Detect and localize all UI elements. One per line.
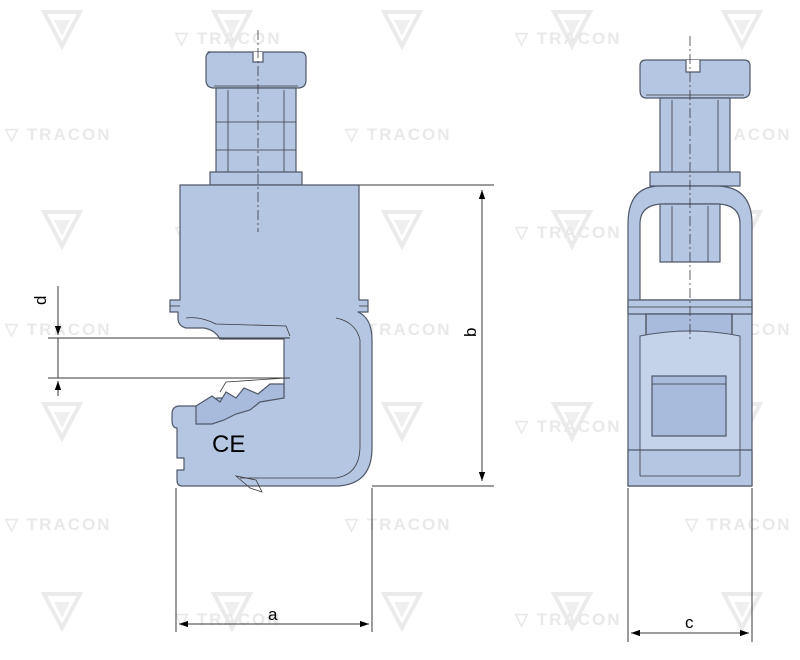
watermark-logo-icon [42,402,82,440]
ce-marking: CE [212,431,245,458]
watermark-brand-text: ▽ TRACON [514,223,622,242]
watermark-logo-icon [382,592,422,630]
side-view [627,36,753,487]
watermark-brand-text: ▽ TRACON [174,610,282,629]
watermark-logo-icon [42,10,82,48]
watermark-brand-text: ▽ TRACON [4,515,112,534]
dimension-c-label: c [685,613,694,632]
watermark-brand-text: ▽ TRACON [514,29,622,48]
watermark-brand-text: ▽ TRACON [684,515,792,534]
watermark-logo-icon [382,210,422,248]
watermark-brand-text: ▽ TRACON [344,515,452,534]
watermark-logo-icon [42,592,82,630]
dimension-a-label: a [268,605,278,624]
watermark-logo-icon [382,10,422,48]
dimension-lines [48,184,753,642]
watermark-brand-text: ▽ TRACON [174,29,282,48]
dimension-b-label: b [461,328,480,337]
watermark-brand-text: ▽ TRACON [4,125,112,144]
front-view: CE [169,30,373,493]
watermark-logo-icon [382,402,422,440]
watermark-logo-icon [42,210,82,248]
watermark-logo-icon [722,592,762,630]
watermark-brand-text: ▽ TRACON [514,610,622,629]
watermark-brand-text: ▽ TRACON [514,417,622,436]
watermark-logo-icon [722,10,762,48]
watermark-brand-text: ▽ TRACON [344,125,452,144]
dimension-d-label: d [31,296,50,305]
